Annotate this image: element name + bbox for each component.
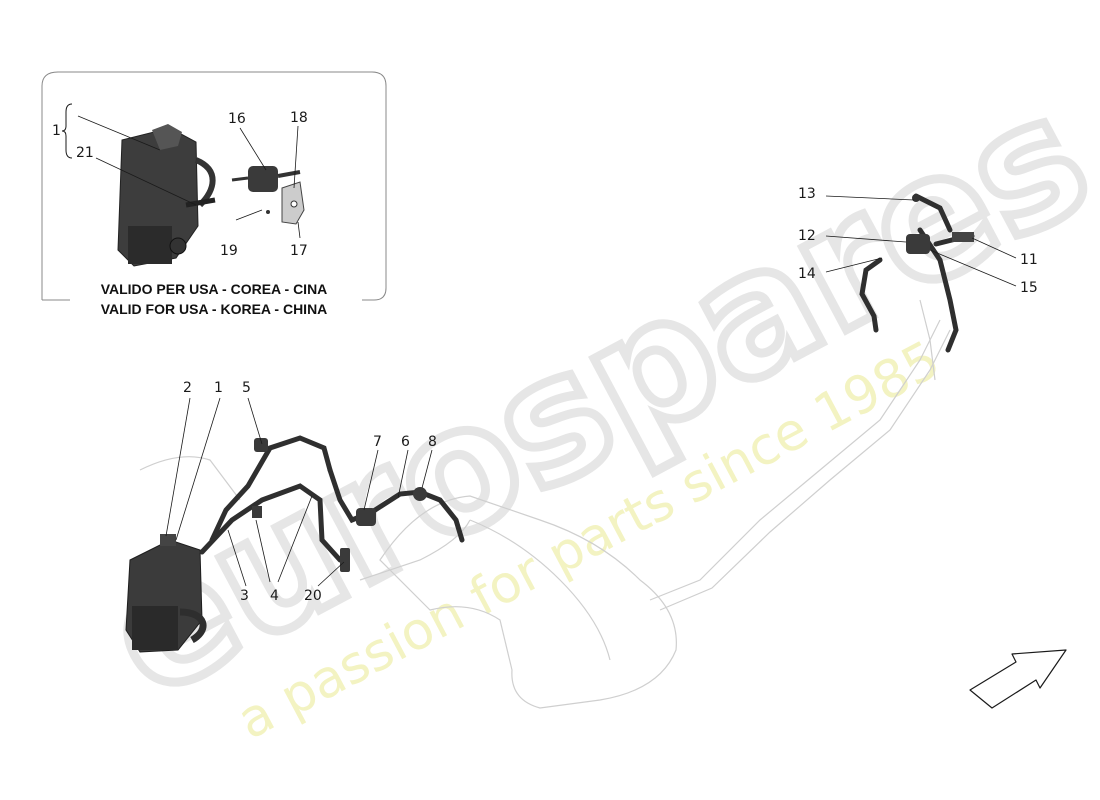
ghost-context xyxy=(139,299,951,709)
inset-caption-english: VALID FOR USA - KOREA - CHINA xyxy=(101,301,328,317)
callout-2: 2 xyxy=(183,380,192,396)
callout-8: 8 xyxy=(428,434,437,450)
callout-inset-19: 19 xyxy=(220,243,238,259)
callout-7: 7 xyxy=(373,434,382,450)
callout-inset-16: 16 xyxy=(228,111,246,127)
arrow-icon xyxy=(969,649,1067,709)
leader-lines xyxy=(165,195,1017,587)
watermark: eurospares a passion for parts since 198… xyxy=(72,52,1100,751)
watermark-brand: eurospares xyxy=(76,57,1100,736)
callout-11: 11 xyxy=(1020,252,1038,268)
callout-inset-1: 1 xyxy=(52,123,61,139)
inset-valve xyxy=(231,166,301,192)
inset-bracket xyxy=(266,181,305,225)
callout-5: 5 xyxy=(242,380,251,396)
callout-20: 20 xyxy=(304,588,322,604)
callout-3: 3 xyxy=(240,588,249,604)
inset-caption-italian: VALIDO PER USA - COREA - CINA xyxy=(101,281,328,297)
callout-1: 1 xyxy=(214,380,223,396)
valve-cluster xyxy=(906,194,974,254)
callout-inset-18: 18 xyxy=(290,110,308,126)
callout-inset-21: 21 xyxy=(76,145,94,161)
callout-14: 14 xyxy=(798,266,816,282)
callout-6: 6 xyxy=(401,434,410,450)
callout-13: 13 xyxy=(798,186,816,202)
callout-12: 12 xyxy=(798,228,816,244)
inset-canister xyxy=(117,124,216,267)
callout-inset-17: 17 xyxy=(290,243,308,259)
inset-box: 1 21 16 18 19 17 VALIDO PER USA - COREA … xyxy=(41,71,387,317)
callout-15: 15 xyxy=(1020,280,1038,296)
main-canister xyxy=(125,534,207,653)
callout-4: 4 xyxy=(270,588,279,604)
small-parts xyxy=(252,438,427,572)
